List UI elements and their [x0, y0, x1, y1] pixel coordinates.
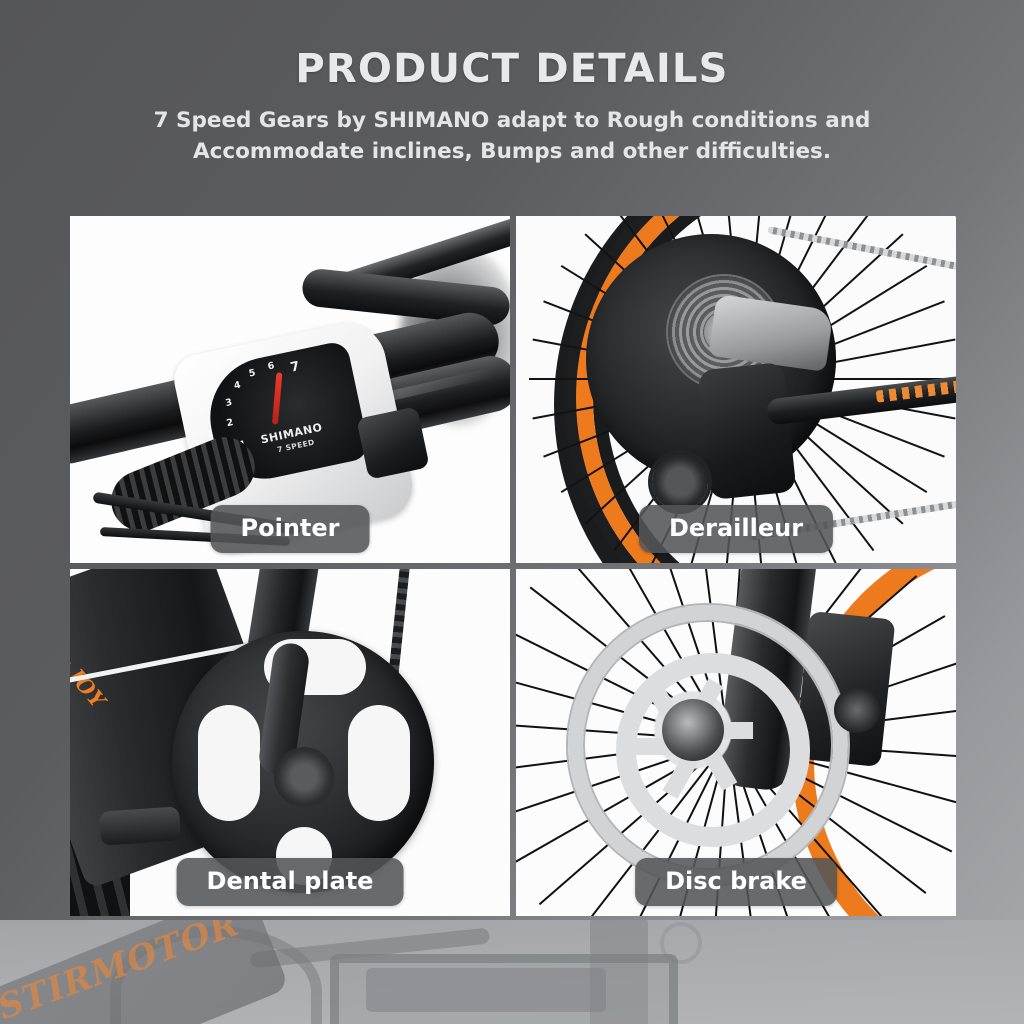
- panel-label-derailleur: Derailleur: [638, 505, 834, 553]
- gear-indicator-needle: [271, 372, 283, 425]
- subtitle-line-1: 7 Speed Gears by SHIMANO adapt to Rough …: [153, 108, 871, 133]
- guard-cutout: [198, 705, 260, 821]
- derailleur-body: [697, 361, 797, 501]
- bottom-watermark-band: STIRMOTOR: [0, 920, 1024, 1024]
- panel-dental-plate[interactable]: brings JOY Dental plate: [70, 569, 510, 916]
- detail-photo-grid: 1 2 3 4 5 6 7 SHIMANO 7 SPEED Pointer: [70, 216, 956, 920]
- axle-nut: [834, 687, 880, 733]
- guard-cutout: [348, 705, 410, 821]
- panel-label-dental-plate: Dental plate: [176, 858, 404, 906]
- gear-number-7-selected: 7: [289, 359, 302, 376]
- spoke: [744, 378, 956, 380]
- panel-pointer[interactable]: 1 2 3 4 5 6 7 SHIMANO 7 SPEED Pointer: [70, 216, 510, 563]
- page-subtitle: 7 Speed Gears by SHIMANO adapt to Rough …: [112, 92, 912, 167]
- watermark-badge-icon: [660, 922, 702, 964]
- gear-number-2: 2: [225, 417, 235, 430]
- crank-bolt: [274, 747, 334, 807]
- front-hub: [662, 699, 724, 761]
- panel-label-pointer: Pointer: [210, 505, 370, 553]
- page-title: PRODUCT DETAILS: [295, 46, 729, 92]
- panel-label-disc-brake: Disc brake: [635, 858, 837, 906]
- gear-number-5: 5: [247, 367, 257, 380]
- jockey-wheel: [652, 454, 708, 510]
- gear-number-4: 4: [233, 379, 242, 392]
- header: PRODUCT DETAILS 7 Speed Gears by SHIMANO…: [0, 0, 1024, 167]
- frame-slogan-text: brings JOY: [70, 599, 111, 713]
- thumb-shifter-button: [356, 406, 430, 480]
- gear-number-3: 3: [224, 396, 234, 410]
- kickstand-bracket: [98, 806, 182, 846]
- panel-disc-brake[interactable]: Disc brake: [516, 569, 956, 916]
- gear-number-6: 6: [266, 360, 276, 373]
- watermark-rack-plate: [366, 968, 606, 1012]
- panel-derailleur[interactable]: Derailleur: [516, 216, 956, 563]
- subtitle-line-2: Accommodate inclines, Bumps and other di…: [192, 138, 832, 164]
